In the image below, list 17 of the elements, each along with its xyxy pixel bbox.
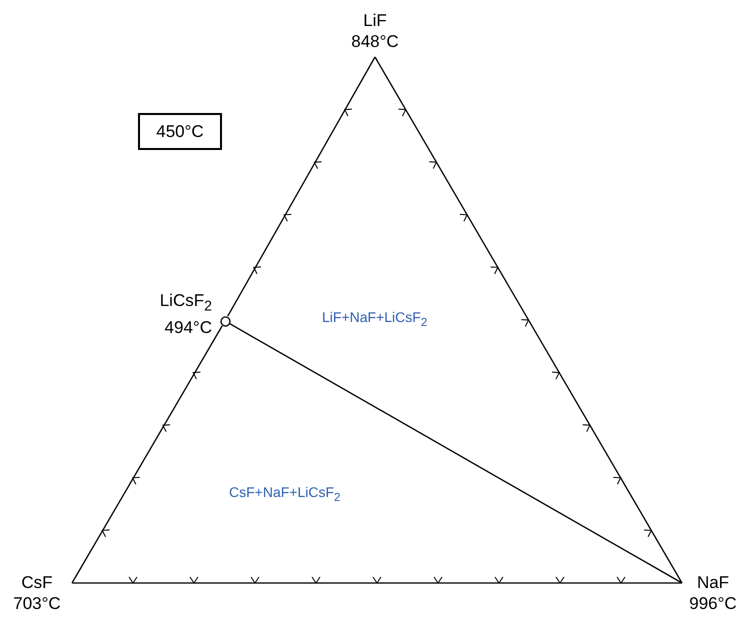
temperature-box: 450°C xyxy=(138,113,222,150)
tie-line xyxy=(229,323,682,584)
component-label: NaF xyxy=(696,572,730,593)
component-label: CsF xyxy=(20,572,54,593)
melting-point-label: 996°C xyxy=(688,593,738,614)
phase-region-label: LiF+NaF+LiCsF$_{2}$ xyxy=(322,309,428,329)
tie-line xyxy=(374,56,683,584)
phase-region-label: CsF+NaF+LiCsF$_{2}$ xyxy=(229,484,341,504)
tie-line xyxy=(72,582,682,584)
melting-point-label: 848°C xyxy=(350,31,400,52)
component-label: LiCsF$_{2}$ xyxy=(158,290,212,316)
tie-line xyxy=(71,325,223,584)
melting-point-label: 703°C xyxy=(12,593,62,614)
melting-point-label: 494°C xyxy=(164,317,212,338)
component-label: LiF xyxy=(362,10,388,31)
compound-point xyxy=(220,316,230,326)
tie-line xyxy=(227,56,376,317)
